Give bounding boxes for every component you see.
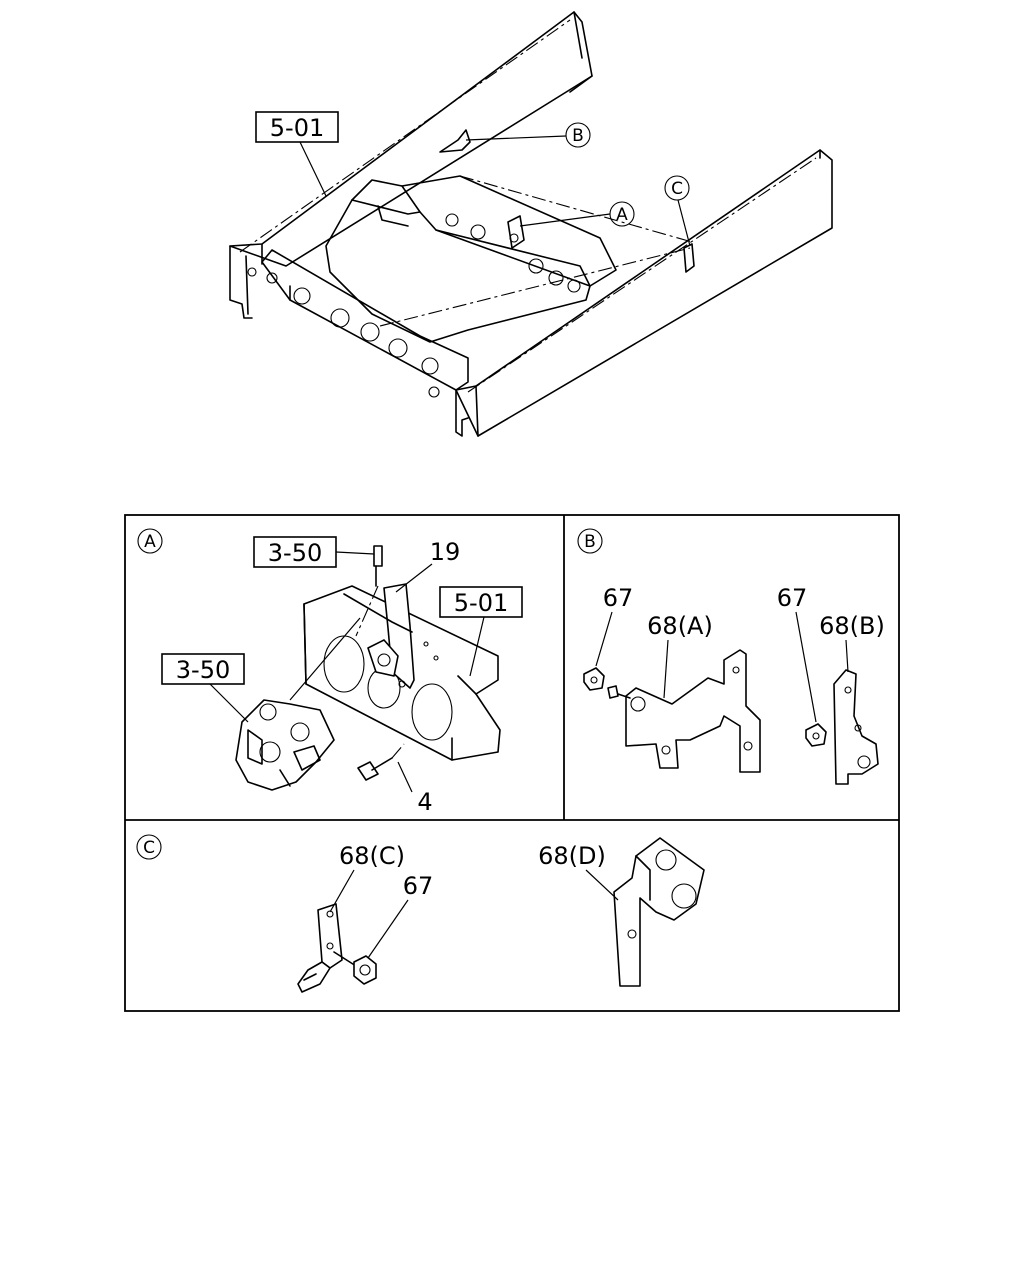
bracket-19 bbox=[343, 583, 415, 689]
bracket-b-location bbox=[439, 129, 471, 153]
detail-panel-a: A bbox=[137, 528, 523, 816]
frame-reference-label: 5-01 bbox=[255, 111, 339, 197]
part-67-c-label: 67 bbox=[367, 872, 434, 959]
right-side-rail bbox=[379, 149, 833, 437]
bracket-68d bbox=[613, 837, 705, 987]
bracket-68b bbox=[833, 669, 879, 785]
panel-c-letter: C bbox=[143, 838, 155, 858]
callout-a-text: A bbox=[616, 205, 628, 225]
part-68d-label: 68(D) bbox=[538, 842, 619, 901]
valve-ref-top-text: 3-50 bbox=[268, 539, 322, 567]
bolt-4 bbox=[357, 743, 413, 793]
nut-67-c bbox=[353, 955, 377, 985]
part-19-label: 19 bbox=[395, 538, 461, 593]
chassis-frame-overview: 5-01 B A C bbox=[229, 11, 833, 437]
frame-ref-a-text: 5-01 bbox=[454, 589, 508, 617]
bracket-68c bbox=[297, 903, 357, 993]
callout-c: C bbox=[664, 175, 691, 247]
nut-67-right bbox=[805, 723, 827, 747]
part-4-label: 4 bbox=[417, 788, 432, 816]
bracket-68a bbox=[607, 649, 761, 773]
bolt-top bbox=[355, 545, 383, 637]
nut-67-left bbox=[583, 667, 605, 691]
valve-reference-top: 3-50 bbox=[253, 536, 375, 568]
part-19-text: 19 bbox=[430, 538, 461, 566]
front-cross-member bbox=[261, 179, 591, 398]
part-67-c-text: 67 bbox=[403, 872, 434, 900]
part-67-right-label: 67 bbox=[777, 584, 817, 723]
callout-a: A bbox=[519, 201, 635, 227]
cross-member-section bbox=[303, 585, 501, 761]
part-68a-label: 68(A) bbox=[647, 612, 713, 699]
callout-c-text: C bbox=[671, 179, 683, 199]
part-68d-text: 68(D) bbox=[538, 842, 606, 870]
valve-a-location bbox=[507, 215, 525, 249]
panel-a-letter: A bbox=[144, 532, 156, 552]
part-67-left-text: 67 bbox=[603, 584, 634, 612]
panel-b-letter: B bbox=[584, 532, 596, 552]
left-side-rail bbox=[229, 11, 593, 319]
frame-reference-a: 5-01 bbox=[439, 586, 523, 677]
valve-ref-left-text: 3-50 bbox=[176, 656, 230, 684]
frame-ref-text: 5-01 bbox=[270, 114, 324, 142]
callout-b-text: B bbox=[572, 126, 584, 146]
rear-cross-member bbox=[401, 175, 693, 293]
part-68c-text: 68(C) bbox=[339, 842, 405, 870]
part-4-text: 4 bbox=[417, 788, 432, 816]
detail-panel-c: C 68(C) 67 bbox=[136, 834, 705, 993]
detail-frames bbox=[124, 514, 900, 1012]
valve-assembly bbox=[235, 617, 361, 791]
part-67-left-label: 67 bbox=[595, 584, 634, 667]
valve-reference-left: 3-50 bbox=[161, 653, 249, 723]
part-68b-label: 68(B) bbox=[819, 612, 885, 673]
part-68a-text: 68(A) bbox=[647, 612, 713, 640]
part-68c-label: 68(C) bbox=[329, 842, 405, 913]
part-67-right-text: 67 bbox=[777, 584, 808, 612]
part-68b-text: 68(B) bbox=[819, 612, 885, 640]
detail-panel-b: B 67 bbox=[577, 528, 885, 785]
callout-b: B bbox=[465, 122, 591, 148]
